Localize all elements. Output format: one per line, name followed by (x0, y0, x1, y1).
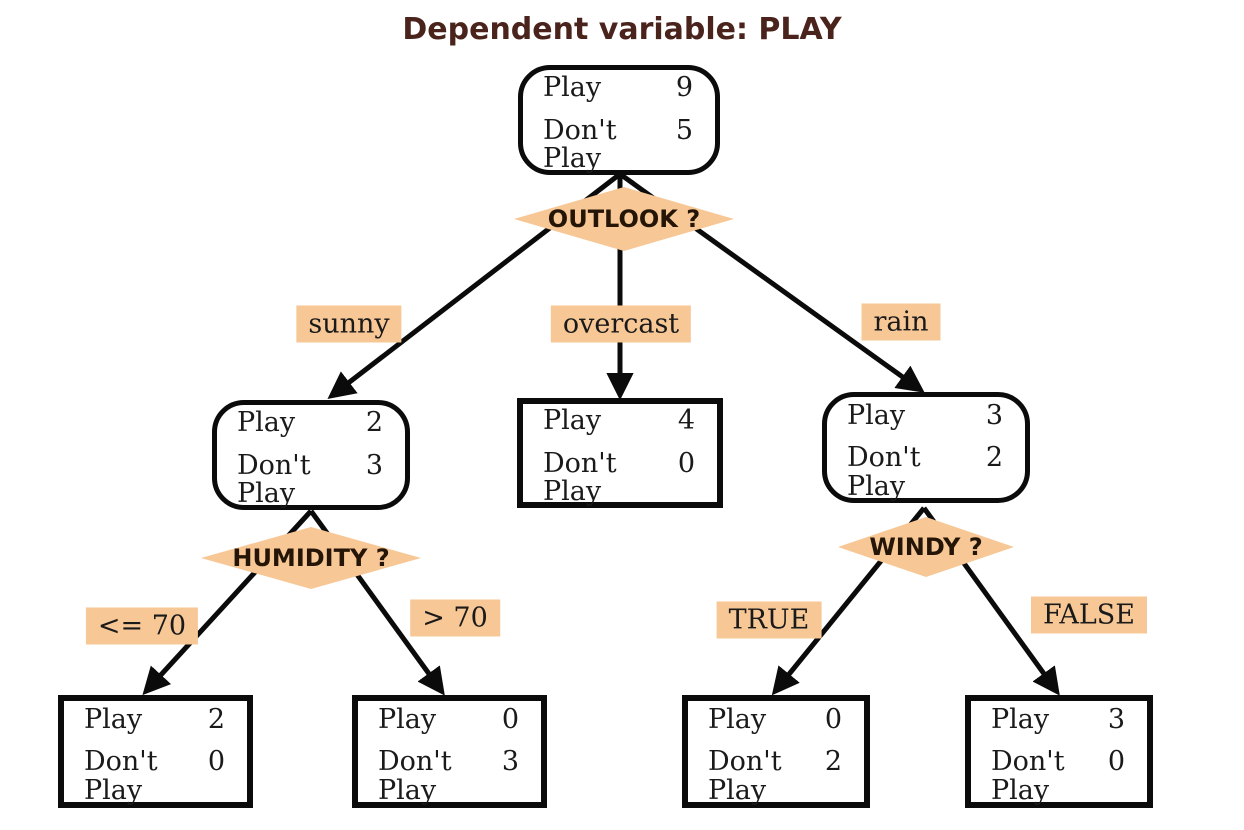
tree-node-root: Play 9 Don't Play 5 (518, 65, 720, 175)
play-label: Play (708, 703, 767, 735)
node-row-dont-play: Don't Play 0 (991, 748, 1125, 805)
node-row-dont-play: Don't Play 0 (84, 748, 225, 805)
branch-label-humidity-low: <= 70 (85, 607, 199, 645)
play-label: Play (847, 399, 906, 431)
dont-play-count: 3 (365, 449, 383, 481)
diagram-title: Dependent variable: PLAY (402, 12, 842, 47)
play-label: Play (543, 405, 602, 437)
play-label: Play (543, 72, 602, 104)
play-label: Play (991, 703, 1050, 735)
dont-play-count: 2 (985, 442, 1003, 474)
decision-label-outlook: OUTLOOK ? (547, 205, 701, 233)
dont-play-label: Don't Play (378, 746, 452, 806)
tree-leaf-windy-false: Play 3 Don't Play 0 (965, 695, 1153, 808)
node-row-play: Play 0 (378, 703, 519, 735)
branch-label-windy-false: FALSE (1030, 596, 1148, 634)
dont-play-label: Don't Play (84, 746, 158, 806)
node-row-dont-play: Don't Play 2 (708, 748, 842, 805)
node-row-play: Play 4 (543, 405, 695, 437)
branch-label-windy-true: TRUE (716, 601, 822, 639)
node-row-dont-play: Don't Play 5 (543, 114, 693, 175)
node-row-play: Play 3 (991, 703, 1125, 735)
decision-label-windy: WINDY ? (869, 533, 983, 561)
node-row-dont-play: Don't Play 3 (237, 449, 383, 510)
node-row-play: Play 0 (708, 703, 842, 735)
dont-play-count: 0 (207, 746, 225, 778)
play-count: 4 (677, 405, 695, 437)
dont-play-label: Don't Play (847, 442, 921, 502)
tree-leaf-windy-true: Play 0 Don't Play 2 (682, 695, 870, 808)
play-count: 2 (207, 703, 225, 735)
dont-play-count: 5 (675, 114, 693, 146)
branch-label-overcast: overcast (550, 305, 692, 343)
branch-label-sunny: sunny (296, 305, 402, 343)
play-label: Play (84, 703, 143, 735)
node-row-dont-play: Don't Play 2 (847, 444, 1003, 501)
dont-play-label: Don't Play (543, 114, 617, 175)
tree-leaf-humidity-high: Play 0 Don't Play 3 (352, 695, 547, 808)
play-count: 3 (1107, 703, 1125, 735)
play-count: 3 (985, 399, 1003, 431)
play-label: Play (378, 703, 437, 735)
node-row-play: Play 2 (237, 407, 383, 439)
node-row-play: Play 2 (84, 703, 225, 735)
tree-leaf-humidity-low: Play 2 Don't Play 0 (58, 695, 253, 808)
node-row-dont-play: Don't Play 3 (378, 748, 519, 805)
dont-play-label: Don't Play (237, 449, 311, 510)
play-count: 0 (501, 703, 519, 735)
node-row-play: Play 3 (847, 399, 1003, 431)
branch-label-rain: rain (861, 303, 941, 341)
play-count: 2 (365, 407, 383, 439)
dont-play-count: 0 (1107, 746, 1125, 778)
tree-leaf-overcast: Play 4 Don't Play 0 (517, 398, 723, 508)
play-count: 0 (824, 703, 842, 735)
dont-play-label: Don't Play (543, 447, 617, 508)
tree-node-rain: Play 3 Don't Play 2 (822, 392, 1030, 503)
decision-label-humidity: HUMIDITY ? (232, 544, 390, 572)
dont-play-count: 0 (677, 447, 695, 479)
play-count: 9 (675, 72, 693, 104)
dont-play-label: Don't Play (708, 746, 782, 806)
dont-play-count: 3 (501, 746, 519, 778)
node-row-play: Play 9 (543, 72, 693, 104)
branch-label-humidity-high: > 70 (410, 599, 500, 637)
dont-play-count: 2 (824, 746, 842, 778)
dont-play-label: Don't Play (991, 746, 1065, 806)
node-row-dont-play: Don't Play 0 (543, 447, 695, 508)
tree-node-sunny: Play 2 Don't Play 3 (212, 400, 410, 510)
play-label: Play (237, 407, 296, 439)
